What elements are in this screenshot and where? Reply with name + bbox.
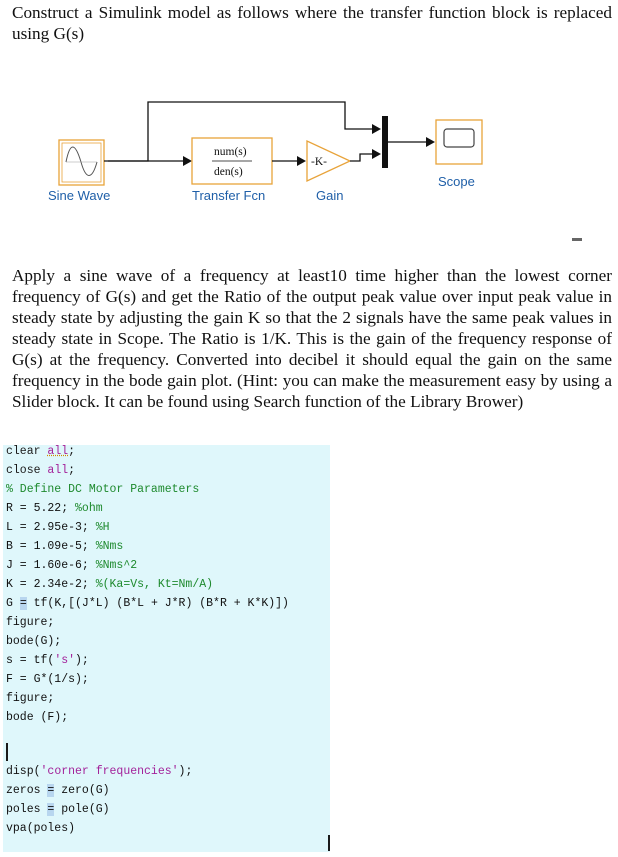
code-line: s = tf('s');: [6, 654, 89, 667]
code-line: vpa(poles): [6, 822, 76, 835]
code-line: disp('corner frequencies');: [6, 765, 193, 778]
arrow-to-mux: [372, 149, 381, 159]
scope-icon: [443, 128, 475, 148]
scope-block[interactable]: [435, 119, 483, 165]
code-line: poles = pole(G): [6, 803, 110, 816]
code-line: F = G*(1/s);: [6, 673, 89, 686]
tf-denominator: den(s): [214, 166, 243, 178]
code-line: figure;: [6, 616, 55, 629]
code-line: % Define DC Motor Parameters: [6, 483, 200, 496]
scope-label: Scope: [438, 174, 475, 189]
code-line: clear all;: [6, 445, 76, 458]
simulink-diagram: Sine Wave num(s) den(s) Transfer Fcn -K-…: [48, 101, 483, 203]
code-line: bode(G);: [6, 635, 62, 648]
mux-block[interactable]: [382, 116, 388, 168]
right-edge-cursor: [328, 835, 330, 851]
code-line: close all;: [6, 464, 76, 477]
sine-wave-label: Sine Wave: [48, 188, 110, 203]
code-line: R = 5.22; %ohm: [6, 502, 103, 515]
arrow-top: [372, 124, 381, 134]
text-cursor: [6, 743, 8, 761]
sine-wave-block[interactable]: [58, 139, 105, 186]
code-line: zeros = zero(G): [6, 784, 110, 797]
arrow-to-gain: [297, 156, 306, 166]
gain-block[interactable]: -K-: [306, 139, 352, 183]
arrow-to-tf: [183, 156, 192, 166]
code-line: G = tf(K,[(J*L) (B*L + J*R) (B*R + K*K)]…: [6, 597, 289, 610]
intro-text: Construct a Simulink model as follows wh…: [12, 3, 612, 43]
instructions-text: Apply a sine wave of a frequency at leas…: [12, 266, 612, 411]
code-line: figure;: [6, 692, 55, 705]
transfer-fcn-block[interactable]: num(s) den(s): [191, 137, 273, 185]
ellipsis-marker: [572, 238, 582, 241]
code-line: K = 2.34e-2; %(Ka=Vs, Kt=Nm/A): [6, 578, 214, 591]
code-line: B = 1.09e-5; %Nms: [6, 540, 124, 553]
transfer-fcn-label: Transfer Fcn: [192, 188, 265, 203]
tf-numerator: num(s): [214, 146, 247, 158]
gain-symbol: -K-: [311, 156, 327, 168]
code-line: J = 1.60e-6; %Nms^2: [6, 559, 138, 572]
code-line: L = 2.95e-3; %H: [6, 521, 110, 534]
code-line: bode (F);: [6, 711, 69, 724]
gain-label: Gain: [316, 188, 343, 203]
arrow-to-scope: [426, 137, 435, 147]
matlab-code-block: clear all; close all; % Define DC Motor …: [3, 445, 330, 852]
